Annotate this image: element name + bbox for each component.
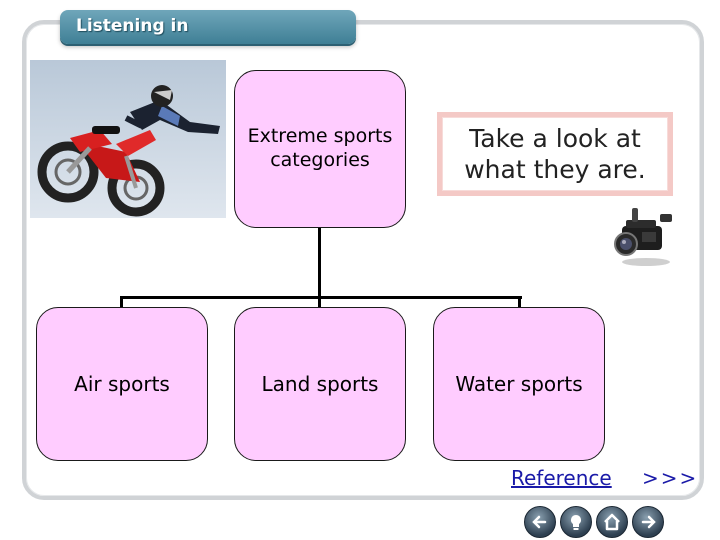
home-icon[interactable] [596, 506, 628, 538]
connector-left [120, 296, 123, 307]
connector-right [518, 296, 521, 307]
video-camera-icon[interactable] [612, 206, 676, 268]
tree-child-label: Air sports [74, 372, 170, 396]
tree-child-water: Water sports [433, 307, 605, 461]
tree-root-box: Extreme sports categories [234, 70, 406, 228]
reference-link[interactable]: Reference [511, 466, 612, 490]
connector-mid [318, 296, 321, 307]
connector-root-down [318, 226, 321, 298]
instruction-note: Take a look at what they are. [437, 112, 673, 196]
tree-child-air: Air sports [36, 307, 208, 461]
connector-horizontal [120, 296, 522, 299]
back-arrow-icon[interactable] [524, 506, 556, 538]
forward-arrow-icon[interactable] [632, 506, 664, 538]
tree-child-label: Land sports [261, 372, 379, 396]
reference-arrows[interactable]: >>> [642, 466, 699, 490]
tree-child-land: Land sports [234, 307, 406, 461]
lightbulb-icon[interactable] [560, 506, 592, 538]
tree-child-label: Water sports [455, 372, 583, 396]
section-title: Listening in [76, 16, 189, 36]
instruction-text: Take a look at what they are. [464, 123, 646, 184]
motocross-photo [30, 60, 226, 218]
tree-root-label: Extreme sports categories [247, 125, 393, 171]
section-title-tab: Listening in [60, 10, 356, 44]
navigation-bar [522, 504, 664, 538]
